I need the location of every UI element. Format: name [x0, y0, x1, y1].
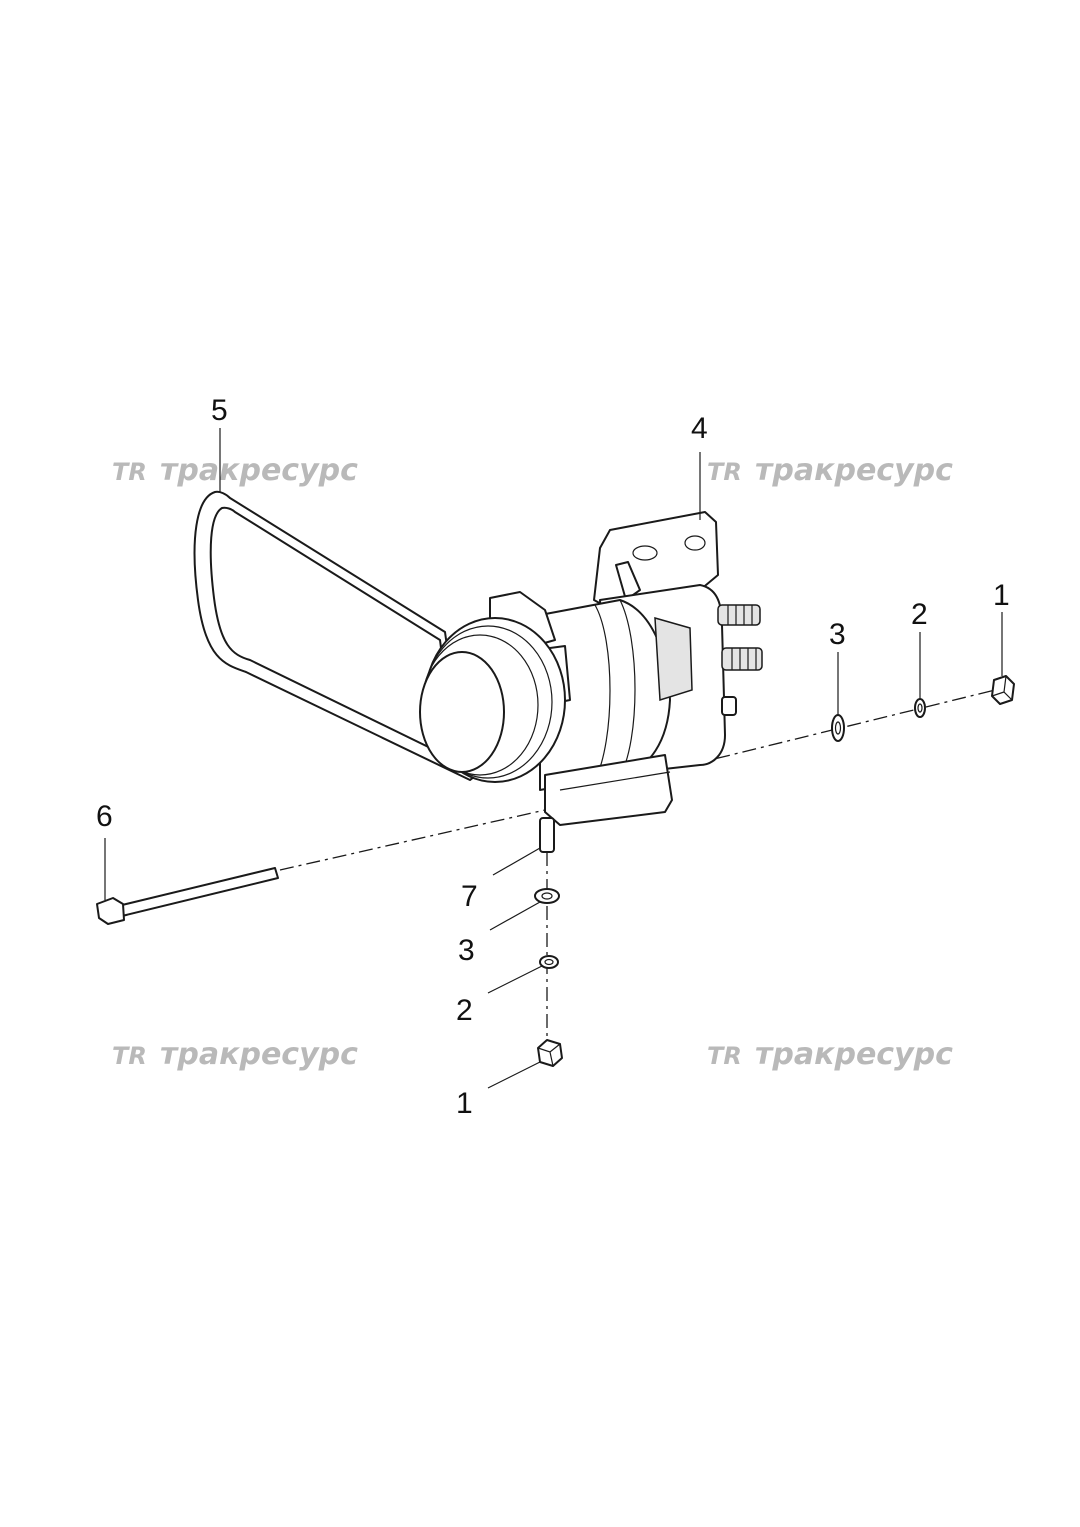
- drive-belt-icon: [193, 490, 478, 781]
- alternator-icon: [419, 584, 763, 853]
- spring-washer-icon: [539, 955, 559, 969]
- leader-3-bottom: [489, 901, 541, 931]
- mounting-pin: [539, 817, 555, 853]
- terminal-studs: [717, 604, 763, 716]
- watermark-logo: TR: [112, 1042, 147, 1070]
- spring-washer-icon: [914, 698, 926, 718]
- leader-7: [492, 847, 541, 876]
- callout-2-bottom: 2: [456, 994, 473, 1027]
- callout-1-bottom: 1: [456, 1087, 473, 1120]
- callout-3: 3: [829, 618, 846, 651]
- callout-2: 2: [911, 598, 928, 631]
- bracket-hole: [632, 545, 658, 561]
- nut-icon: [537, 1039, 563, 1067]
- bracket-hole: [684, 535, 706, 551]
- watermark-text: тракресурс: [755, 1037, 953, 1072]
- centerline-bolt: [279, 809, 546, 871]
- watermark-bottom-left: TR тракресурс: [112, 1037, 358, 1072]
- callout-6: 6: [96, 800, 113, 833]
- watermark-logo: TR: [112, 458, 147, 486]
- watermark-text: тракресурс: [160, 1037, 358, 1072]
- leader-1-bottom: [487, 1061, 541, 1089]
- watermark-logo: TR: [707, 1042, 742, 1070]
- nut-icon: [991, 675, 1015, 705]
- pulley-cap: [419, 651, 505, 773]
- watermark-top-right: TR тракресурс: [707, 453, 953, 488]
- watermark-top-left: TR тракресурс: [112, 453, 358, 488]
- watermark-text: тракресурс: [160, 453, 358, 488]
- watermark-bottom-right: TR тракресурс: [707, 1037, 953, 1072]
- watermark-logo: TR: [707, 458, 742, 486]
- callout-3-bottom: 3: [458, 934, 475, 967]
- flat-washer-icon: [831, 714, 845, 742]
- flat-washer-icon: [534, 888, 560, 904]
- callout-4: 4: [691, 412, 708, 445]
- callout-1: 1: [993, 579, 1010, 612]
- watermark-text: тракресурс: [755, 453, 953, 488]
- bolt-icon: [96, 867, 279, 925]
- leader-2-bottom: [487, 965, 543, 994]
- callout-7: 7: [461, 880, 478, 913]
- mounting-bracket-icon: [593, 511, 719, 611]
- callout-5: 5: [211, 394, 228, 427]
